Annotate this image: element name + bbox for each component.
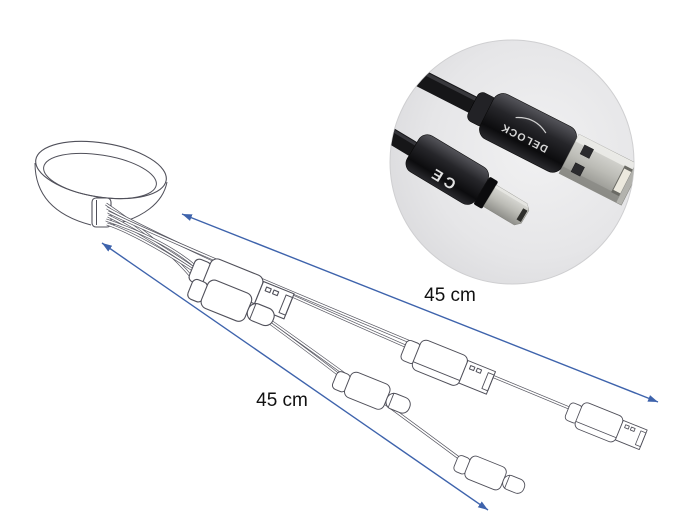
photo-usb-a-shell bbox=[558, 133, 634, 206]
dimension-label-lower: 45 cm bbox=[256, 390, 308, 411]
usb-a-shell-hole-2 bbox=[570, 162, 585, 177]
usb-a-shell-top-bevel bbox=[575, 134, 634, 174]
usb-a-shell-hole-1 bbox=[579, 144, 594, 159]
micro-tip-bevel bbox=[494, 185, 529, 208]
dimension-label-upper: 45 cm bbox=[424, 285, 476, 306]
usb-a-tongue bbox=[613, 168, 632, 194]
delock-logo-swoosh-icon bbox=[515, 116, 547, 134]
reel-wall-left bbox=[34, 162, 92, 226]
usb-a-connector-drawing-far bbox=[562, 396, 649, 454]
photo-inset: DELOCK CE bbox=[389, 39, 635, 285]
dimension-arrow-lower bbox=[101, 242, 489, 511]
dimension-lower: 45 cm bbox=[101, 242, 489, 511]
photo-micro-tip bbox=[483, 184, 530, 226]
photo-micro-usb-assembly: CE bbox=[390, 125, 530, 226]
usb-a-shell-rim bbox=[615, 162, 634, 206]
cable-run-4 bbox=[107, 214, 464, 463]
usb-c-connector-drawing-mid bbox=[329, 364, 415, 421]
photo-cable-b bbox=[390, 125, 418, 156]
reel-rim-outline bbox=[43, 152, 157, 200]
photo-cable-b-highlight bbox=[390, 126, 418, 147]
cable-reel-drawing bbox=[34, 140, 168, 228]
usb-a-shell-bottom-shade bbox=[558, 166, 625, 206]
photo-usb-a-assembly: DELOCK bbox=[390, 55, 634, 206]
reel-top-outline bbox=[35, 140, 167, 200]
usb-a-connector-drawing-mid bbox=[397, 332, 498, 399]
photo-micro-collar bbox=[474, 177, 498, 209]
photo-inset-content: DELOCK CE bbox=[390, 55, 634, 226]
micro-tip-opening bbox=[516, 208, 528, 222]
